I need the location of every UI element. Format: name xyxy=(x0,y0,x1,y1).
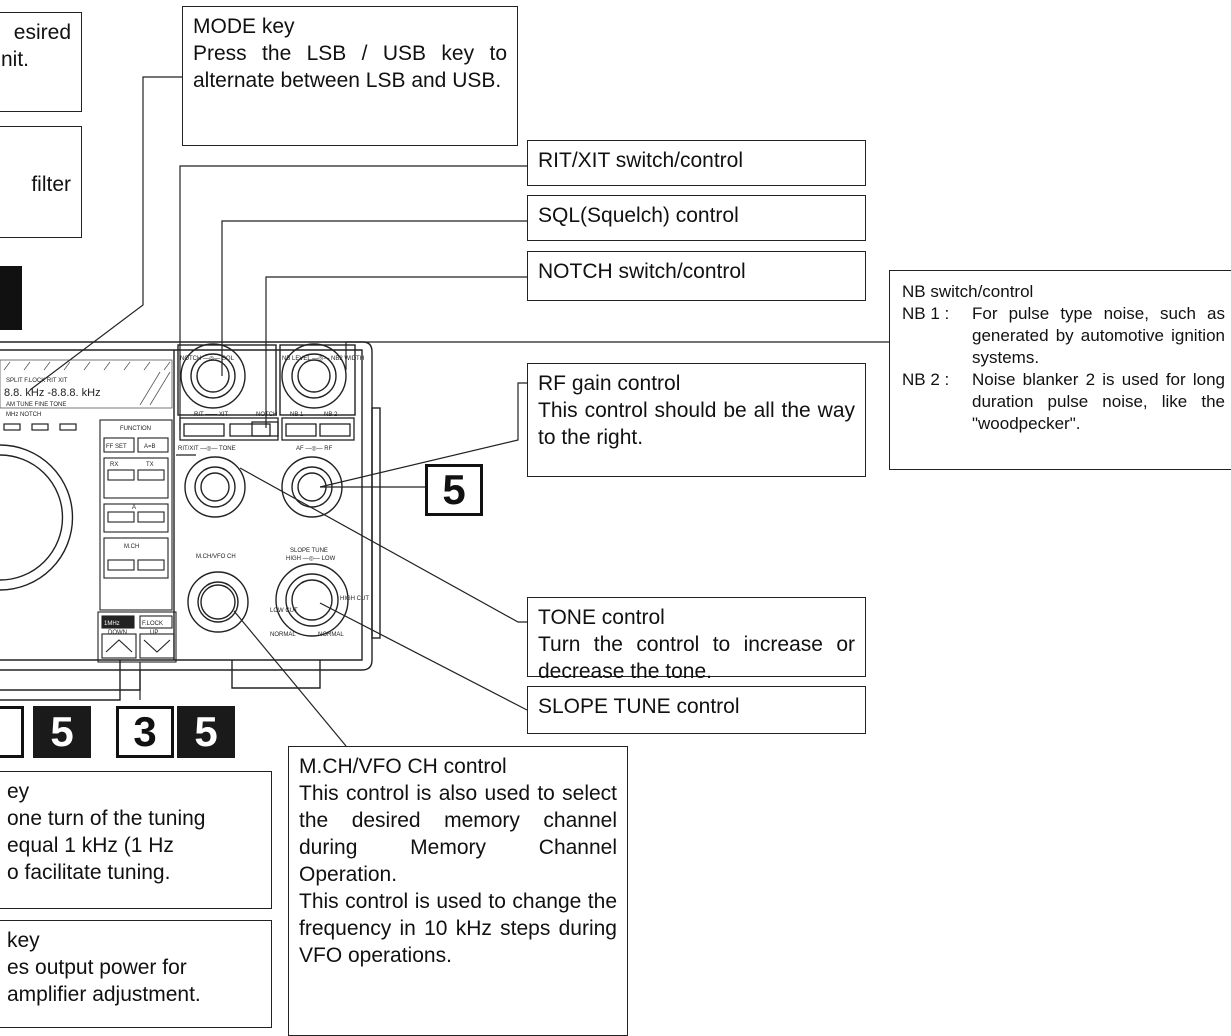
fine-key-title: ey xyxy=(7,780,30,803)
mch-vfo-body-2: This control is used to change the frequ… xyxy=(299,890,617,967)
ritxit-tone-knob xyxy=(184,456,246,518)
ref-badge-5a: 5 xyxy=(33,706,91,758)
callout-rit-xit: RIT/XIT switch/control xyxy=(527,140,866,186)
mode-key-body: Press the LSB / USB key to alternate bet… xyxy=(193,42,507,92)
fine-key-line-2: equal 1 kHz (1 Hz xyxy=(7,834,174,857)
ref-badge-rf: 5 xyxy=(425,464,483,516)
nb-title: NB switch/control xyxy=(902,282,1034,301)
fragment-line-1: esired xyxy=(13,21,71,44)
display-keys xyxy=(3,423,77,431)
leader-lines xyxy=(29,76,889,747)
ref-badge-3: 3 xyxy=(116,706,174,758)
mode-key-title: MODE key xyxy=(193,15,295,38)
ref-badge-5b: 5 xyxy=(177,706,235,758)
up-label: UP xyxy=(150,630,158,636)
tone-body: Turn the control to increase or decrease… xyxy=(538,633,855,683)
tx-label: TX xyxy=(146,462,154,468)
fine-key-line-3: o facilitate tuning. xyxy=(7,861,171,884)
tune-key-line-1: es output power for xyxy=(7,956,187,979)
nb1-btn-label: NB 1 xyxy=(290,412,304,418)
f-lock-label: F.LOCK xyxy=(142,621,163,627)
fragment-line-2: nit. xyxy=(1,48,30,71)
rf-gain-title: RF gain control xyxy=(538,372,681,395)
a-label: A xyxy=(132,505,136,511)
mch-vfo-knob xyxy=(187,571,249,633)
rx-label: RX xyxy=(110,462,118,468)
tone-title: TONE control xyxy=(538,606,665,629)
high-cut-label: HIGH CUT xyxy=(340,596,369,602)
ref-badge-fragment xyxy=(0,706,24,758)
nb-knob xyxy=(279,343,356,416)
nb2-row: NB 2 : Noise blanker 2 is used for long … xyxy=(902,369,1225,435)
mhz-notch-label: MHz NOTCH xyxy=(6,412,41,418)
mch-vfo-title: M.CH/VFO CH control xyxy=(299,755,507,778)
rit-xit-label: RIT —— XIT xyxy=(194,412,229,418)
notch-sql-label: NOTCH —◎— SQL xyxy=(180,356,235,362)
notch-sql-knob xyxy=(177,343,277,416)
notch-btn-label: NOTCH xyxy=(256,412,277,418)
display-area xyxy=(0,359,173,409)
normal-right-label: NORMAL xyxy=(318,632,344,638)
callout-fine-key-fragment: ey one turn of the tuning equal 1 kHz (1… xyxy=(0,771,272,909)
display-bottom-label: AM TUNE FINE TONE xyxy=(6,402,66,408)
nb-level-width-label: NB LEVEL —◎— NB2 WIDTH xyxy=(282,356,364,362)
ritxit-tone-label: RIT/XIT —◎— TONE xyxy=(178,446,236,452)
callout-filter-fragment: filter xyxy=(0,126,82,238)
notch-title: NOTCH switch/control xyxy=(538,260,746,283)
mch-vfo-body-1: This control is also used to select the … xyxy=(299,782,617,886)
callout-notch: NOTCH switch/control xyxy=(527,251,866,301)
high-low-label: HIGH —◎— LOW xyxy=(286,556,336,562)
callout-tune-key-fragment: key es output power for amplifier adjust… xyxy=(0,920,272,1028)
dark-block xyxy=(0,266,22,330)
a-b-label: A=B xyxy=(144,444,156,450)
rit-notch-nb-buttons xyxy=(179,417,355,441)
nb2-key: NB 2 : xyxy=(902,370,950,389)
main-tuning-dial xyxy=(0,444,74,591)
callout-sql: SQL(Squelch) control xyxy=(527,195,866,241)
slope-tune-knob xyxy=(275,563,349,637)
callout-mch-vfo: M.CH/VFO CH control This control is also… xyxy=(288,746,628,1036)
nb2-btn-label: NB 2 xyxy=(324,412,338,418)
tune-key-line-2: amplifier adjustment. xyxy=(7,983,201,1006)
down-label: DOWN xyxy=(108,630,127,636)
callout-mode-key: MODE key Press the LSB / USB key to alte… xyxy=(182,6,518,146)
callout-rf-gain: RF gain control This control should be a… xyxy=(527,363,866,477)
af-rf-label: AF —◎— RF xyxy=(296,446,333,452)
nb2-text: Noise blanker 2 is used for long duratio… xyxy=(972,370,1225,433)
nb1-key: NB 1 : xyxy=(902,304,950,323)
display-top-label: SPLIT F.LOCK RIT XIT xyxy=(6,378,68,384)
mch-vfo-label: M.CH/VFO CH xyxy=(196,554,236,560)
nb1-text: For pulse type noise, such as generated … xyxy=(972,304,1225,367)
nb1-row: NB 1 : For pulse type noise, such as gen… xyxy=(902,303,1225,369)
sql-title: SQL(Squelch) control xyxy=(538,204,739,227)
display-frequency: 8.8. kHz -8.8.8. kHz xyxy=(4,387,101,399)
ff-set-label: FF SET xyxy=(106,444,127,450)
function-label: FUNCTION xyxy=(120,426,151,432)
rit-xit-title: RIT/XIT switch/control xyxy=(538,149,743,172)
callout-tone: TONE control Turn the control to increas… xyxy=(527,597,866,683)
callout-nb: NB switch/control NB 1 : For pulse type … xyxy=(889,270,1231,470)
onemhz-label: 1MHz xyxy=(104,621,120,627)
fragment-filter: filter xyxy=(31,173,71,196)
mch-label: M.CH xyxy=(124,544,139,550)
function-block xyxy=(97,419,177,663)
tune-key-title: key xyxy=(7,929,40,952)
slope-tune-label: SLOPE TUNE xyxy=(290,548,328,554)
rf-gain-body: This control should be all the way to th… xyxy=(538,399,855,449)
normal-left-label: NORMAL xyxy=(270,632,296,638)
fine-key-line-1: one turn of the tuning xyxy=(7,807,206,830)
callout-desired-fragment: esired nit. xyxy=(0,12,82,112)
slope-tune-title: SLOPE TUNE control xyxy=(538,695,740,718)
low-cut-label: LOW CUT xyxy=(270,608,298,614)
callout-slope-tune: SLOPE TUNE control xyxy=(527,686,866,734)
